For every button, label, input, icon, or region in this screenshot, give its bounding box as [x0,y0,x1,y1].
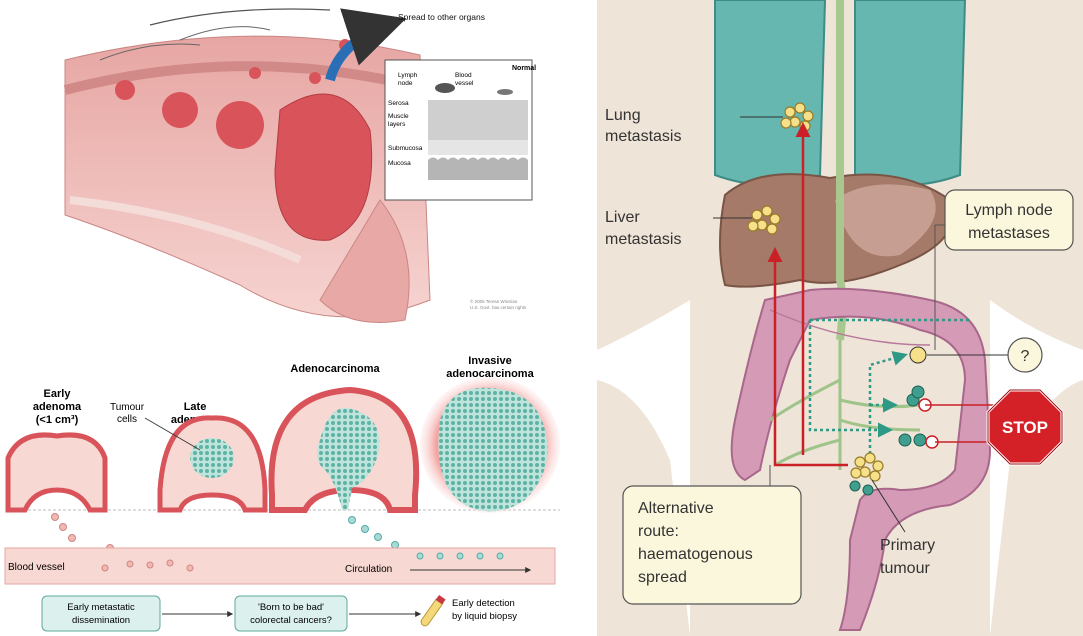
colon-illustration: Spread to other organs Normal Lymph node… [65,9,536,323]
alt-route-3: haematogenous [638,546,753,563]
inset-lymph-1: Lymph [398,72,418,79]
stage-early-1: Early [44,388,72,400]
lymph-node-metastases-2: metastases [968,225,1050,242]
inset-lymph-2: node [398,80,413,87]
stop-label: STOP [1002,418,1048,437]
primary-tumour-1: Primary [880,537,935,554]
copyright-1: © 2005 Terese Winslow [470,298,518,304]
stage-adenocarcinoma: Adenocarcinoma [290,363,380,375]
inset-serosa: Serosa [388,100,409,107]
inset-mucosa: Mucosa [388,160,411,167]
lung-metastasis-2: metastasis [605,128,681,145]
blood-vessel-band [5,548,555,584]
inset-title: Normal [512,65,536,72]
tumour-cells-1: Tumour [110,402,145,413]
born-bad-1: 'Born to be bad' [258,602,324,613]
tumour-cells-2: cells [117,414,137,425]
right-lung [855,0,965,185]
circulation-label: Circulation [345,564,392,575]
early-dissemination-1: Early metastatic [67,602,135,613]
early-adenoma-shape [8,435,105,510]
normal-inset: Normal Lymph node Blood vessel Serosa Mu… [385,60,536,200]
stage-early-3: (<1 cm³) [36,414,79,426]
inset-vessel-1: Blood [455,72,472,79]
alt-route-4: spread [638,569,687,586]
alt-route-1: Alternative [638,500,714,517]
test-tube-icon [420,595,446,627]
inset-muscle-1: Muscle [388,113,409,120]
early-detection-1: Early detection [452,598,515,609]
lung-metastasis-1: Lung [605,107,641,124]
inset-muscle-2: layers [388,121,406,128]
late-adenoma-cells [190,438,234,478]
stage-early-2: adenoma [33,401,82,413]
primary-tumour-2: tumour [880,560,930,577]
stage-late-1: Late [184,401,207,413]
question-mark: ? [1021,348,1030,365]
alt-route-2: route: [638,523,679,540]
copyright-2: U.S. Govt. has certain rights [470,305,527,310]
progression-panel: Early adenoma (<1 cm³) Tumour cells Late… [5,355,560,631]
born-bad-2: colorectal cancers? [250,615,332,626]
stage-invasive-1: Invasive [468,355,511,367]
lymph-node-metastases-1: Lymph node [965,202,1053,219]
migrating-cells [52,514,399,552]
liver-metastasis-2: metastasis [605,231,681,248]
left-lung [715,0,825,185]
invasive-shape [438,388,547,512]
anatomy-panel: Lung metastasis Liver metastasis Lymph n… [597,0,1083,636]
early-detection-2: by liquid biopsy [452,611,517,622]
spread-label: Spread to other organs [398,12,485,22]
liver-metastasis-1: Liver [605,209,640,226]
early-dissemination-2: dissemination [72,615,130,626]
blood-vessel-label: Blood vessel [8,562,65,573]
inset-vessel-2: vessel [455,80,474,87]
inset-submucosa: Submucosa [388,145,423,152]
